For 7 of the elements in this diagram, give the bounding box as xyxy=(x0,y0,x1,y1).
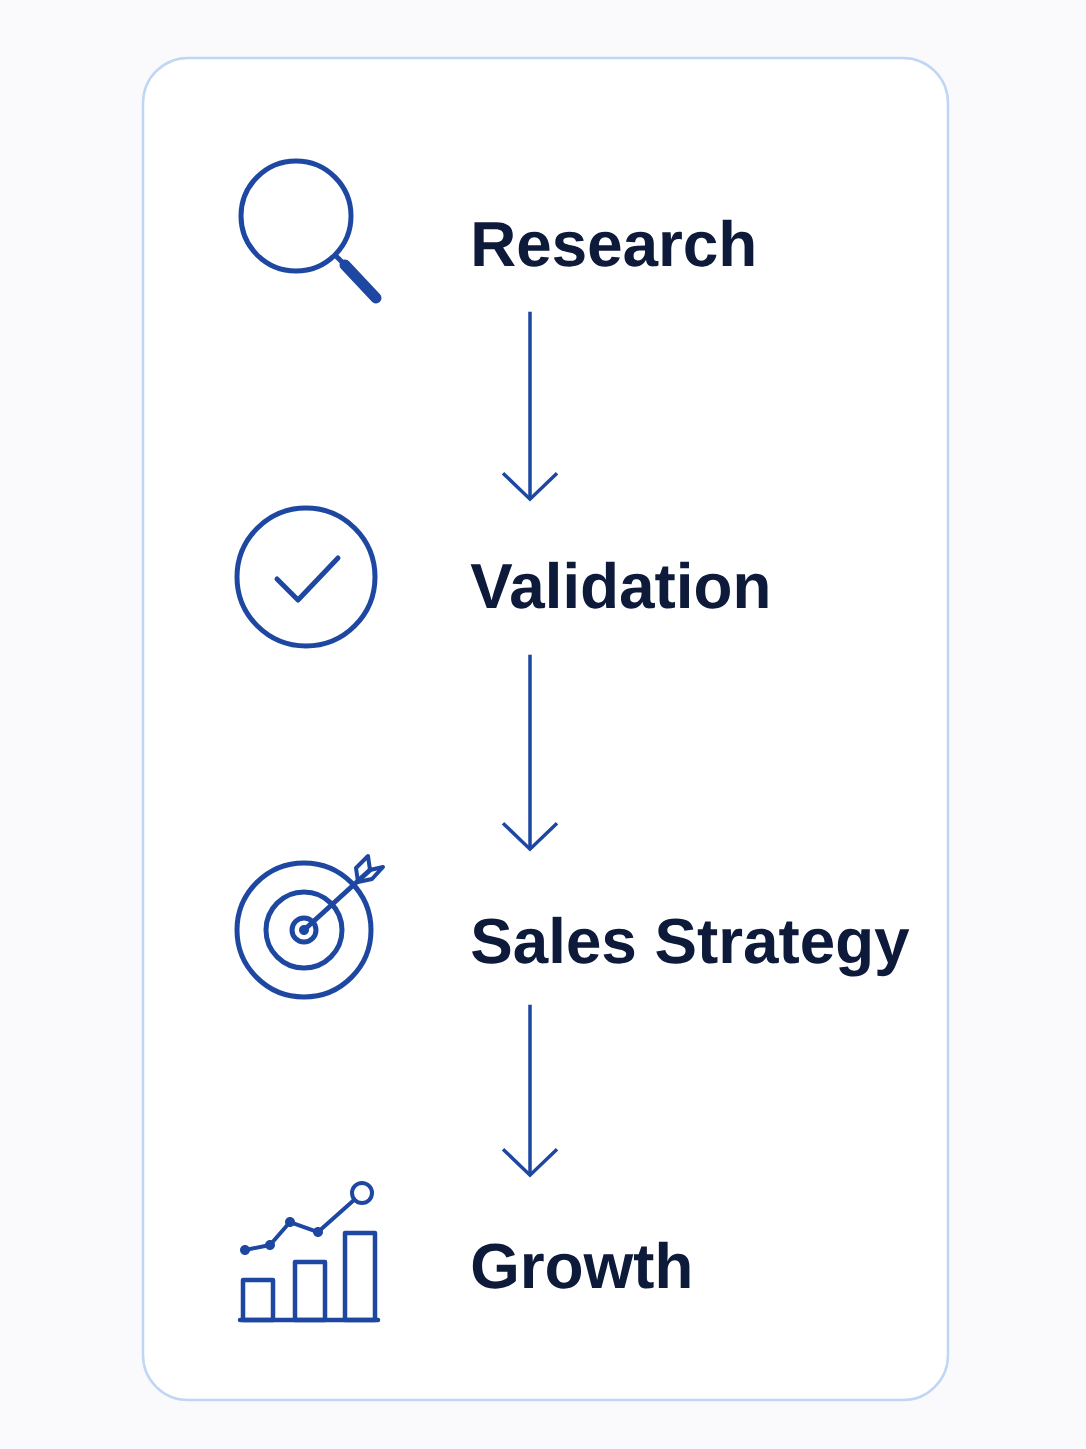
step-label: Growth xyxy=(472,1241,690,1289)
step-label: Validation xyxy=(470,561,768,609)
arrow xyxy=(501,654,559,852)
step-label: Sales Strategy xyxy=(472,916,910,977)
arrow xyxy=(501,1004,559,1178)
arrow xyxy=(501,311,559,502)
step-label: Research xyxy=(474,219,754,267)
